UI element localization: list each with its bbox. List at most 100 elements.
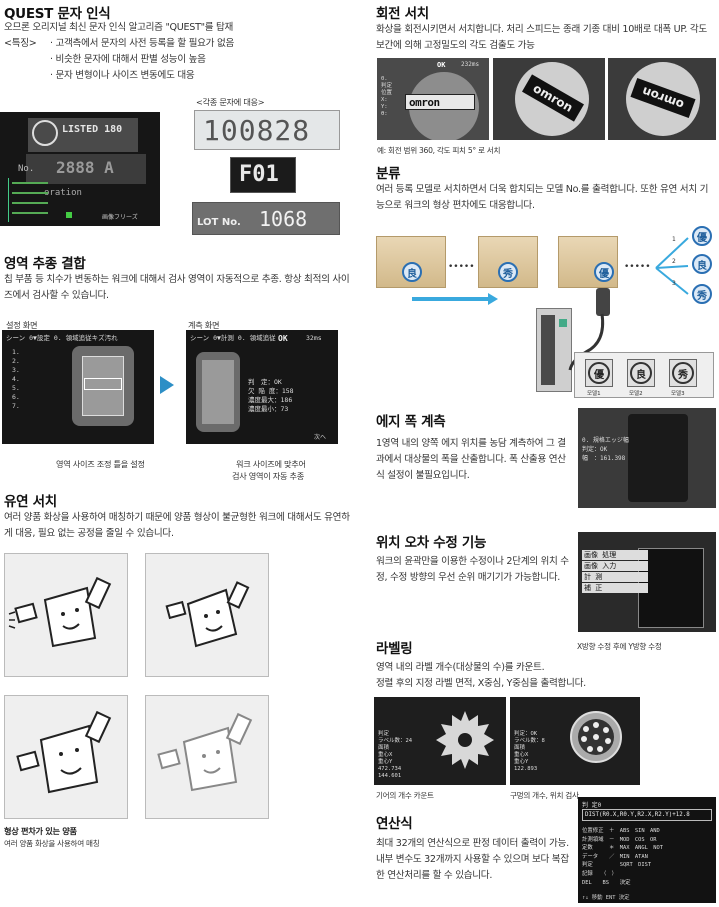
classify-model-caption-1: 모델1 [587, 391, 601, 397]
classify-out-label-2: 良 [692, 254, 712, 274]
rotation-title: 회전 서치 [376, 6, 429, 22]
edge-desc: 1영역 내의 양쪽 에지 위치를 농담 계측하여 그 결과에서 대상물의 폭을 … [376, 438, 566, 481]
calc-row-1: 位置修正 ＋ ABS SIN AND [582, 828, 660, 834]
calc-row-6: 記録 （ ） [582, 870, 618, 877]
position-caption: X방향 수정 후에 Y방향 수정 [577, 642, 662, 651]
labeling-left-cx: 重心X [378, 752, 393, 758]
sample-text-3-lot: LOT No. [197, 217, 241, 228]
rotation-screen-ok: OK [437, 61, 446, 69]
sample-text-2: F01 [230, 157, 296, 193]
region-measure-label: 계측 화면 [188, 320, 220, 330]
region-measure-defect: 欠 陥 度：158 [248, 387, 294, 395]
calc-row-5: 判定 SQRT DIST [582, 862, 652, 869]
sample-text-3-value: 1068 [259, 207, 308, 231]
region-caption-left: 영역 사이즈 조정 틀을 설정 [56, 459, 145, 469]
calc-screen-rows: 位置修正 ＋ ABS SIN AND 計測領域 － MOD COS OR 定数 … [582, 827, 663, 887]
classify-model-3: 秀 [672, 362, 694, 384]
flex-sample-1 [4, 553, 128, 677]
classify-box-3-label: 優 [594, 262, 614, 282]
edge-screen-judge: 判定：OK [582, 446, 608, 453]
calc-row-7: DEL BS 決定 [582, 879, 631, 886]
labeling-right-cx: 重心X [514, 752, 529, 758]
region-arrow-icon [160, 376, 174, 394]
classify-camera [596, 288, 610, 316]
quest-screen: LISTED 180 2888 A No. oration 画像フリーズ [0, 112, 160, 226]
labeling-title: 라벨링 [376, 641, 413, 657]
classify-model-caption-2: 모델2 [629, 391, 643, 397]
labeling-caption-left: 기어의 개수 카운트 [376, 791, 434, 800]
classify-model-caption-3: 모델3 [671, 391, 685, 397]
classify-controller [536, 308, 572, 392]
quest-screen-no: No. [18, 164, 35, 174]
rotation-photo-3: omron [608, 58, 716, 140]
labeling-right-cy: 重心Y [514, 759, 529, 765]
classify-desc: 여러 등록 모델로 서치하면서 더욱 합치되는 모델 No.를 출력합니다. 또… [376, 184, 709, 211]
labeling-left-judge: 判定 [378, 731, 390, 737]
sample-text-3: LOT No. 1068 [192, 202, 340, 235]
flex-caption-2: 여러 양품 화상을 사용하여 매칭 [4, 839, 100, 848]
flex-desc: 여러 양품 화상을 사용하여 매칭하기 때문에 양품 형상이 불균형한 워크에 … [4, 512, 350, 539]
region-measure-values: 判 定：OK 欠 陥 度：158 濃度最大：186 濃度最小：73 [248, 378, 294, 414]
position-desc: 워크의 윤곽만을 이용한 수정이나 2단계의 위치 수정, 수정 방향의 우선 … [376, 556, 569, 583]
edge-screen: 0. 規格エッジ幅 判定：OK 幅 ：161.398 [578, 408, 716, 508]
position-menu-1: 画像 処理 [582, 550, 648, 560]
flex-caption-1: 형상 편차가 있는 양품 [4, 826, 77, 836]
rotation-note: 예: 회전 범위 360, 각도 피치 5° 로 서치 [377, 146, 501, 155]
region-measure-ms: 32ms [306, 334, 322, 342]
classify-box-2-label: 秀 [498, 262, 518, 282]
rotation-photo-2: omron [493, 58, 605, 140]
calc-row-2: 計測領域 － MOD COS OR [582, 836, 657, 843]
rotation-screen-ms: 232ms [461, 61, 480, 68]
labeling-right-count: ラベル数：8 [514, 738, 545, 744]
calc-row-4: データ ／ MIN ATAN [582, 853, 648, 860]
labeling-left-area: 面積 [378, 745, 390, 751]
labeling-desc-1: 영역 내의 라벨 개수(대상물의 수)를 카운트. [376, 662, 545, 673]
labeling-left-cy: 重心Y [378, 759, 393, 765]
rotation-logo-1: omron [409, 96, 440, 109]
flex-sample-2 [145, 553, 269, 677]
classify-dots-1: ••••• [448, 262, 475, 272]
position-screen: 画像 処理 画像 入力 計 測 補 正 [578, 532, 716, 632]
classify-dots-2: ••••• [624, 262, 651, 272]
region-title: 영역 추종 결합 [4, 256, 86, 272]
labeling-left-val2: 144.601 [378, 773, 402, 779]
quest-title: QUEST 문자 인식 [4, 6, 111, 22]
region-measure-ok: OK [278, 334, 288, 343]
quest-screen-listed: LISTED 180 [62, 124, 123, 135]
classify-output-arrows [655, 237, 689, 295]
flex-title: 유연 서치 [4, 494, 57, 510]
quest-intro: 오므론 오리지널 최신 문자 인식 알고리즘 "QUEST"를 탑재 [4, 22, 234, 33]
flex-sample-4 [145, 695, 269, 819]
calc-desc: 최대 32개의 연산식으로 판정 데이터 출력이 가능. 내부 변수도 32개까… [376, 838, 569, 881]
calc-screen-head: 判 定0 [582, 802, 602, 809]
edge-screen-values: 0. 規格エッジ幅 判定：OK 幅 ：161.398 [582, 436, 629, 463]
classify-title: 분류 [376, 166, 401, 182]
region-setting-screen: シーン 0▼設定 0. 領域追従キズ汚れ 1.2.3.4.5.6.7. [2, 330, 154, 444]
classify-model-panel: 優 良 秀 모델1 모델2 모델3 [574, 352, 714, 398]
region-measure-head: シーン 0▼計測 0. 領域追従キズ汚れ [190, 334, 276, 342]
calc-screen: 判 定0 DIST(R0.X,R0.Y,R2.X,R2.Y)+12.8 位置修正… [578, 797, 716, 903]
calc-title: 연산식 [376, 816, 413, 832]
classify-out-label-3: 秀 [692, 284, 712, 304]
labeling-caption-right: 구멍의 개수, 위치 검사 [510, 791, 579, 800]
quest-feature-3: · 문자 변형이나 사이즈 변동에도 대응 [50, 70, 195, 81]
labeling-desc-2: 정렬 후의 지정 라벨 면적, X중심, Y중심을 출력합니다. [376, 678, 586, 689]
sample-text-1-value: 100828 [203, 114, 311, 147]
edge-screen-width: 幅 ：161.398 [582, 455, 626, 462]
region-measure-max: 濃度最大：186 [248, 396, 293, 404]
region-measure-min: 濃度最小：73 [248, 405, 289, 413]
region-caption-right-2: 검사 영역이 자동 추종 [232, 471, 305, 481]
quest-features: · 고객측에서 문자의 사전 등록을 할 필요가 없음 · 비슷한 문자에 대해… [50, 36, 350, 84]
calc-screen-foot: ↑↓ 移動 ENT 決定 [582, 895, 630, 901]
region-measure-judge: 判 定：OK [248, 378, 282, 386]
classify-box-1-label: 良 [402, 262, 422, 282]
region-measure-next: 次へ [314, 434, 327, 441]
sample-text-2-value: F01 [239, 162, 279, 187]
classify-model-2: 良 [630, 362, 652, 384]
position-menu-3: 計 測 [582, 572, 648, 582]
labeling-left-count: ラベル数：24 [378, 738, 413, 744]
quest-sample-caption: <각종 문자에 대응> [196, 97, 265, 107]
classify-model-1: 優 [588, 362, 610, 384]
quest-feature-1: · 고객측에서 문자의 사전 등록을 할 필요가 없음 [50, 38, 234, 49]
